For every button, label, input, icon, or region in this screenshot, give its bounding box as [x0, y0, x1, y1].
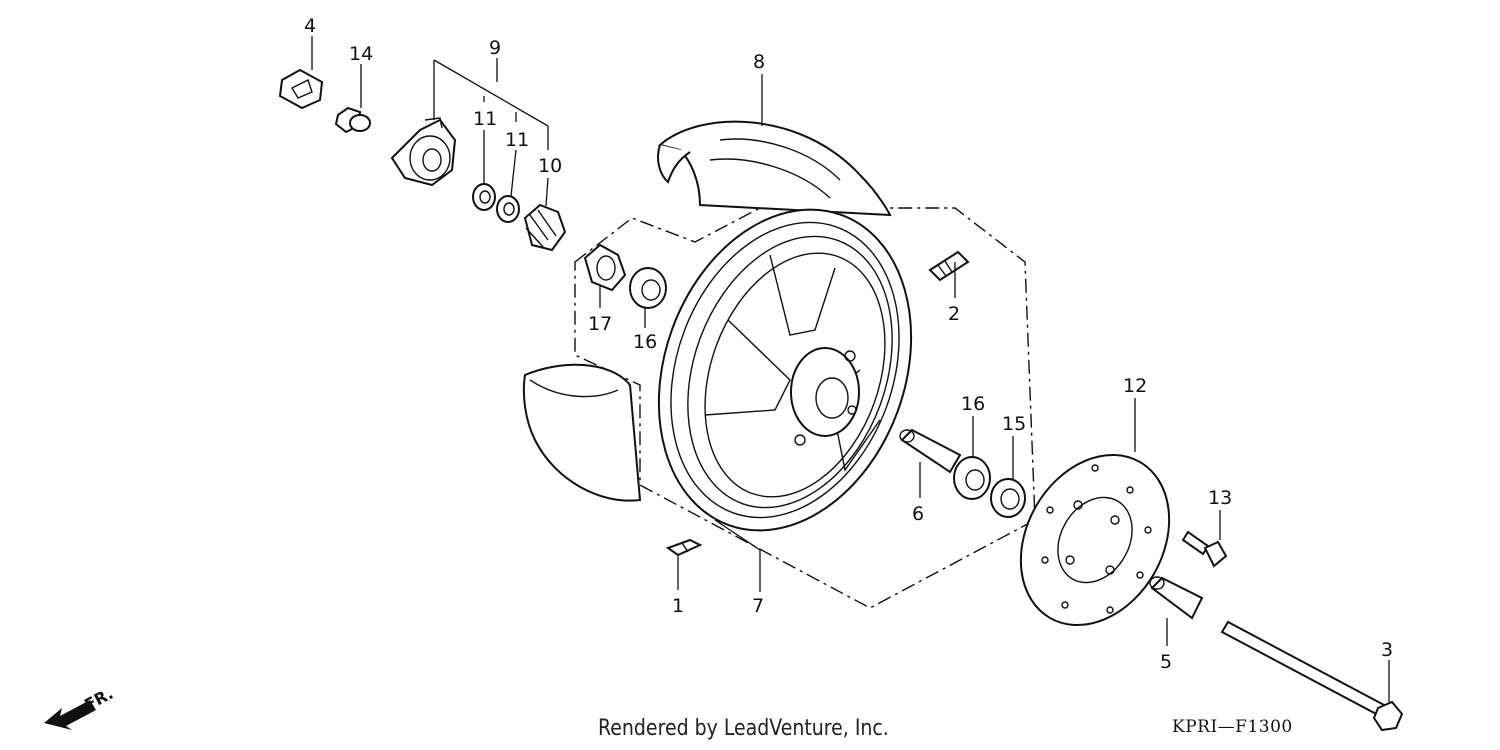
callout-8: 8 [753, 51, 765, 73]
nut-part[interactable] [334, 106, 371, 134]
tire-upper-part[interactable] [657, 120, 892, 217]
dust-seal-15-part[interactable] [990, 478, 1026, 518]
wheel-assembly-outline [574, 207, 1036, 609]
front-direction-arrow-icon [44, 700, 96, 730]
wheel-rim-part[interactable] [616, 174, 954, 566]
render-credit: Rendered by LeadVenture, Inc. [598, 716, 889, 741]
callout-12: 12 [1123, 375, 1147, 397]
callout-11-b: 11 [505, 129, 529, 151]
callout-16-b: 16 [961, 393, 985, 415]
callout-11-a: 11 [473, 108, 497, 130]
oil-seal-part[interactable] [472, 183, 496, 211]
dust-seal-part[interactable] [583, 243, 627, 292]
callout-7: 7 [752, 595, 764, 617]
gearbox-housing-part[interactable] [390, 117, 457, 187]
brake-disk-part[interactable] [991, 428, 1199, 652]
balance-weight-part[interactable] [665, 538, 703, 557]
oil-seal-part[interactable] [496, 195, 520, 223]
callout-15: 15 [1002, 413, 1026, 435]
callout-2: 2 [948, 303, 960, 325]
callout-10: 10 [538, 155, 562, 177]
callout-17: 17 [588, 313, 612, 335]
callout-9: 9 [489, 37, 501, 59]
callout-1: 1 [672, 595, 684, 617]
callout-4: 4 [304, 15, 316, 37]
distance-collar-part[interactable] [899, 428, 962, 474]
leader-lines [311, 36, 1390, 702]
cap-part[interactable] [278, 68, 324, 110]
flange-bolt-part[interactable] [1181, 530, 1228, 568]
gear-part[interactable] [523, 203, 567, 252]
valve-part[interactable] [928, 250, 970, 282]
radial-ball-bearing-part[interactable] [629, 267, 667, 309]
tire-lower-part[interactable] [522, 363, 642, 502]
side-collar-part[interactable] [1149, 576, 1204, 620]
axle-part[interactable] [1220, 620, 1404, 732]
callout-14: 14 [349, 43, 373, 65]
callout-3: 3 [1381, 639, 1393, 661]
callout-16-a: 16 [633, 331, 657, 353]
callout-5: 5 [1160, 651, 1172, 673]
callout-6: 6 [912, 503, 924, 525]
radial-ball-bearing-part[interactable] [953, 456, 991, 500]
diagram-code: KPRI—F1300 [1172, 717, 1293, 737]
callout-13: 13 [1208, 487, 1232, 509]
